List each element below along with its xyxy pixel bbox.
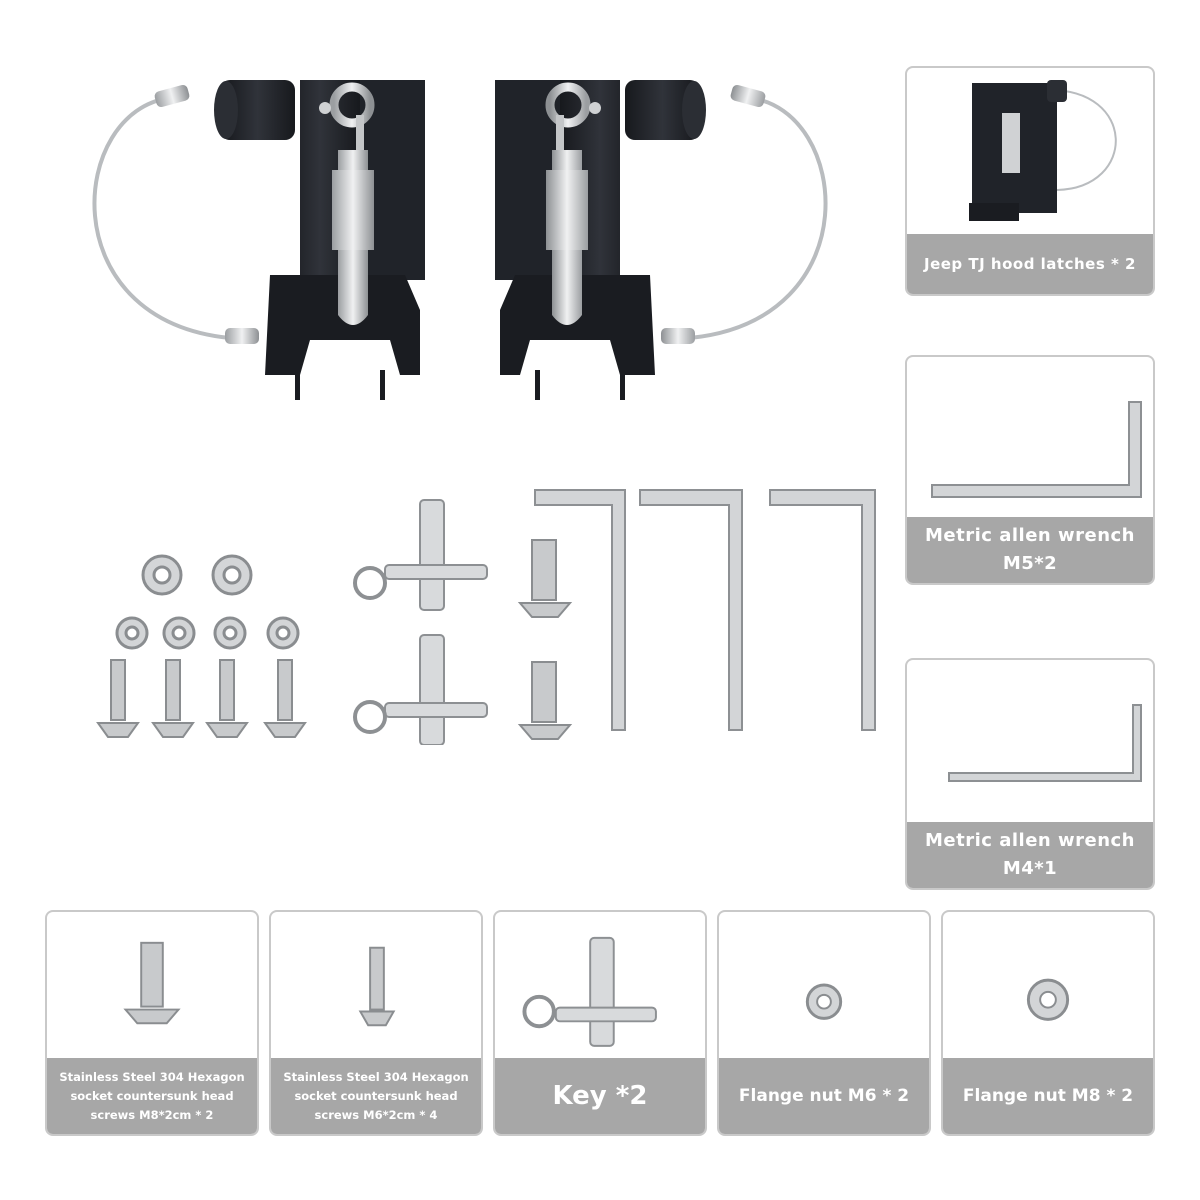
card-label-line: Metric allen wrench: [925, 830, 1135, 851]
countersunk-screw-m8-icon: [517, 539, 573, 740]
card-metric-allen-wrench-m5: Metric allen wrench M5*2: [905, 355, 1155, 585]
card-label-line: Key *2: [552, 1081, 648, 1111]
t-key-icon: [522, 936, 657, 1047]
allen-wrench-icon: [931, 401, 1142, 498]
t-key-icon: [353, 499, 488, 745]
card-label: Stainless Steel 304 Hexagon socket count…: [47, 1058, 257, 1134]
card-label-line: Metric allen wrench: [925, 525, 1135, 546]
card-label-line: screws M6*2cm * 4: [314, 1107, 438, 1122]
card-label: Metric allen wrench M5*2: [907, 517, 1153, 583]
hood-latch-icon: [969, 80, 1117, 221]
card-label: Jeep TJ hood latches * 2: [907, 234, 1153, 294]
card-label: Metric allen wrench M4*1: [907, 822, 1153, 888]
flange-nut-icon: [1026, 978, 1070, 1021]
card-label: Flange nut M8 * 2: [943, 1058, 1153, 1134]
card-label-line: M4*1: [1002, 858, 1058, 879]
countersunk-screw-icon: [96, 659, 307, 738]
card-key: Key *2: [493, 910, 707, 1136]
allen-wrench-icon: [948, 704, 1142, 782]
card-label-line: Flange nut M8 * 2: [962, 1086, 1134, 1106]
card-metric-allen-wrench-m4: Metric allen wrench M4*1: [905, 658, 1155, 890]
countersunk-screw-icon: [358, 946, 396, 1027]
flange-nut-icon: [115, 554, 300, 650]
card-label-line: Stainless Steel 304 Hexagon: [283, 1069, 469, 1084]
card-label: Key *2: [495, 1058, 705, 1134]
allen-wrench-icon: [534, 489, 876, 731]
hood-latch-pair-icon: [92, 80, 828, 400]
card-flange-nut-m6: Flange nut M6 * 2: [717, 910, 931, 1136]
card-screw-m8: Stainless Steel 304 Hexagon socket count…: [45, 910, 259, 1136]
card-label-line: M5*2: [1002, 553, 1058, 574]
card-label-line: socket countersunk head: [70, 1088, 234, 1103]
card-label: Flange nut M6 * 2: [719, 1058, 929, 1134]
card-label-line: screws M8*2cm * 2: [90, 1107, 214, 1122]
card-screw-m6: Stainless Steel 304 Hexagon socket count…: [269, 910, 483, 1136]
flange-nut-icon: [805, 983, 843, 1020]
card-label-line: Jeep TJ hood latches * 2: [923, 255, 1136, 273]
card-label-line: socket countersunk head: [294, 1088, 458, 1103]
card-label-line: Flange nut M6 * 2: [738, 1086, 910, 1106]
countersunk-screw-icon: [123, 941, 181, 1025]
card-flange-nut-m8: Flange nut M8 * 2: [941, 910, 1155, 1136]
card-label: Stainless Steel 304 Hexagon socket count…: [271, 1058, 481, 1134]
card-label-line: Stainless Steel 304 Hexagon: [59, 1069, 245, 1084]
card-jeep-tj-hood-latches: Jeep TJ hood latches * 2: [905, 66, 1155, 296]
